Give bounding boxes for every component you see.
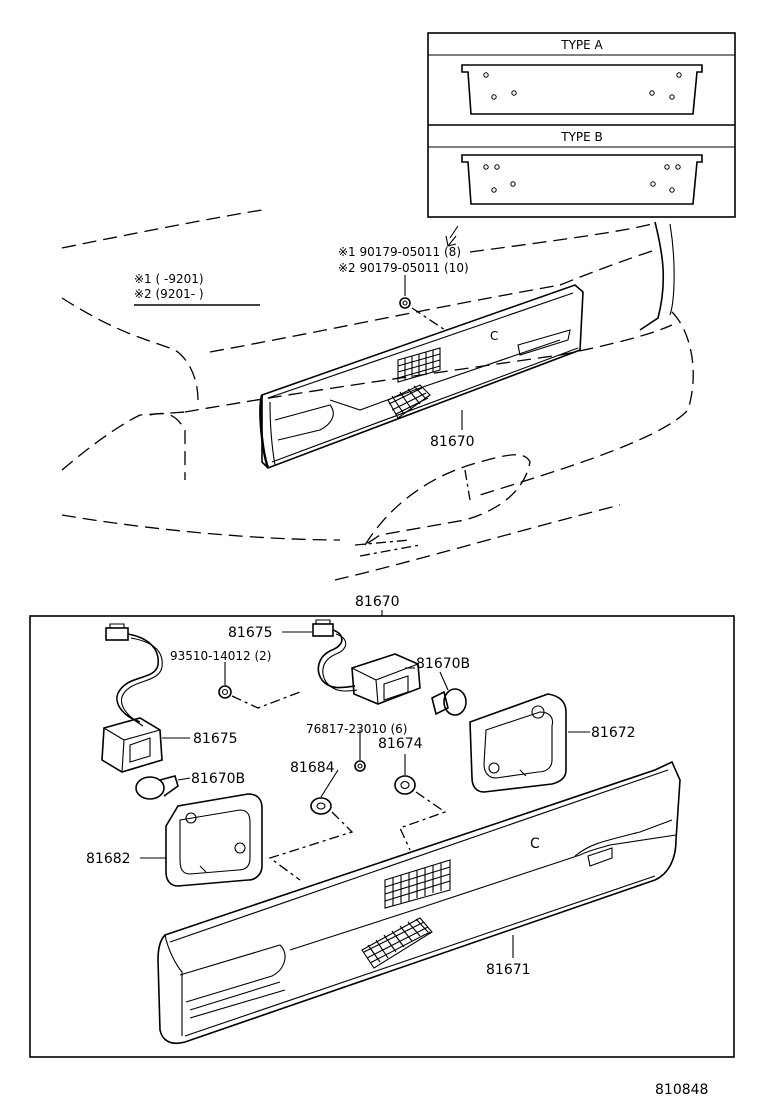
lens-left-label: 81682 <box>86 851 131 867</box>
bulb-left-label: 81670B <box>191 771 245 787</box>
grommet-right-label: 81674 <box>378 736 423 752</box>
detail-frame-title: 81670 <box>355 594 400 610</box>
left-bulb <box>135 776 165 800</box>
type-a-label: TYPE A <box>560 38 603 52</box>
detail-frame-border <box>29 615 735 1058</box>
left-socket <box>101 717 163 773</box>
type-inset: TYPE A TYPE B <box>427 32 736 247</box>
nut <box>218 685 232 699</box>
type-a-plate <box>461 64 703 115</box>
grommet-left <box>268 769 354 881</box>
upper-screw <box>399 297 411 309</box>
detail-frame: 81670 <box>29 594 735 1058</box>
nut-label: 93510-14012 (2) <box>170 649 272 663</box>
socket-right-label: 81675 <box>228 625 273 641</box>
left-lens <box>140 793 263 887</box>
upper-garnish <box>261 284 584 469</box>
screw-lower-label: 76817-23010 (6) <box>306 722 408 736</box>
screw-note-1: ※1 90179-05011 (8) <box>338 245 461 259</box>
vehicle-rear-view: C 81670 ※1 90179-05011 (8) ※2 90179-0501… <box>61 209 694 581</box>
upper-grille-2 <box>387 384 431 419</box>
garnish-81671: C <box>157 760 681 1045</box>
left-socket-assembly <box>101 623 191 800</box>
upper-assembly-label: 81670 <box>430 434 475 450</box>
right-socket <box>351 653 421 705</box>
diagram-code: 810848 <box>655 1082 708 1098</box>
bulb-right-label: 81670B <box>416 656 470 672</box>
socket-left-label: 81675 <box>193 731 238 747</box>
right-lens <box>469 693 590 793</box>
type-b-label: TYPE B <box>560 130 603 144</box>
lower-screw <box>354 760 366 772</box>
garnish-label: 81671 <box>486 962 531 978</box>
range-note-2: ※2 (9201- ) <box>134 287 204 301</box>
inset-arrow <box>445 225 459 247</box>
grommet-left-label: 81684 <box>290 760 335 776</box>
right-bulb <box>443 688 467 716</box>
range-note-1: ※1 ( -9201) <box>134 272 204 286</box>
type-b-plate <box>461 154 703 205</box>
svg-text:C: C <box>490 329 498 343</box>
upper-grille-1 <box>397 347 441 383</box>
screw-note-2: ※2 90179-05011 (10) <box>338 261 469 275</box>
lens-right-label: 81672 <box>591 725 636 741</box>
grommet-right <box>394 754 447 851</box>
right-socket-assembly <box>290 619 467 716</box>
svg-text:C: C <box>530 836 540 852</box>
